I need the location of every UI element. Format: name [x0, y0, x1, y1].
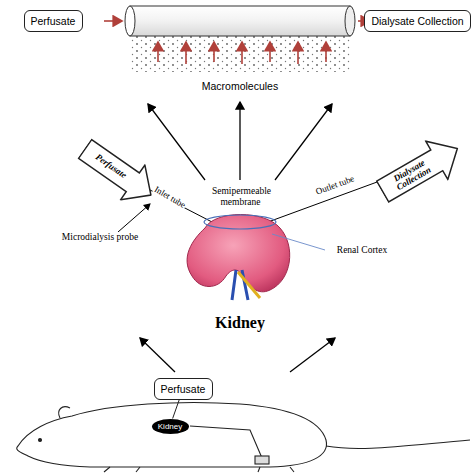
text-label: Inlet tube	[141, 178, 198, 217]
node-text: Perfusate	[161, 383, 206, 395]
zoom-arrows	[148, 102, 332, 180]
probe-tubes	[150, 178, 388, 222]
label-text: Outlet tube	[313, 173, 356, 197]
node-text: Dialysate Collection	[371, 15, 463, 27]
label-text: Inlet tube	[152, 184, 188, 211]
leader-arrow	[118, 204, 150, 232]
membrane-ring	[204, 215, 276, 229]
ureter	[238, 272, 260, 298]
kidney-marker: Kidney	[152, 419, 189, 434]
label-text: Macromolecules	[201, 80, 279, 92]
tube-end	[345, 6, 355, 36]
tube-end	[125, 6, 135, 36]
label-text: Microdialysis probe	[61, 232, 139, 242]
label-text: Renal Cortex	[336, 245, 388, 255]
rat-outline	[17, 403, 470, 473]
kidney-organ	[187, 215, 290, 292]
text-label: Macromolecules	[190, 80, 290, 92]
flow-arrow-shape: Perfusate	[72, 130, 164, 213]
text-label: Kidney	[205, 314, 275, 332]
text-label: Semipermeable membrane	[196, 186, 286, 208]
dialysis-tube	[130, 6, 350, 36]
label-text: Semipermeable membrane	[211, 186, 271, 207]
macromolecule-dots	[130, 34, 350, 72]
text-label: Microdialysis probe	[60, 232, 140, 243]
zoom-arrows	[140, 338, 335, 372]
leader-line	[272, 234, 325, 250]
label-text: Kidney	[214, 314, 266, 331]
text-label: Outlet tube	[305, 170, 365, 200]
text-label: Renal Cortex	[327, 245, 397, 256]
label-box: Perfusate	[24, 10, 83, 32]
flow-arrow-shape: Dialysate Collection	[370, 128, 469, 212]
connector-line	[173, 400, 180, 419]
label-box: Dialysate Collection	[364, 10, 471, 32]
label-box: Perfusate	[154, 378, 213, 400]
diffusion-arrows	[104, 21, 370, 64]
node-text: Perfusate	[31, 15, 76, 27]
node-text: Kidney	[158, 422, 182, 431]
